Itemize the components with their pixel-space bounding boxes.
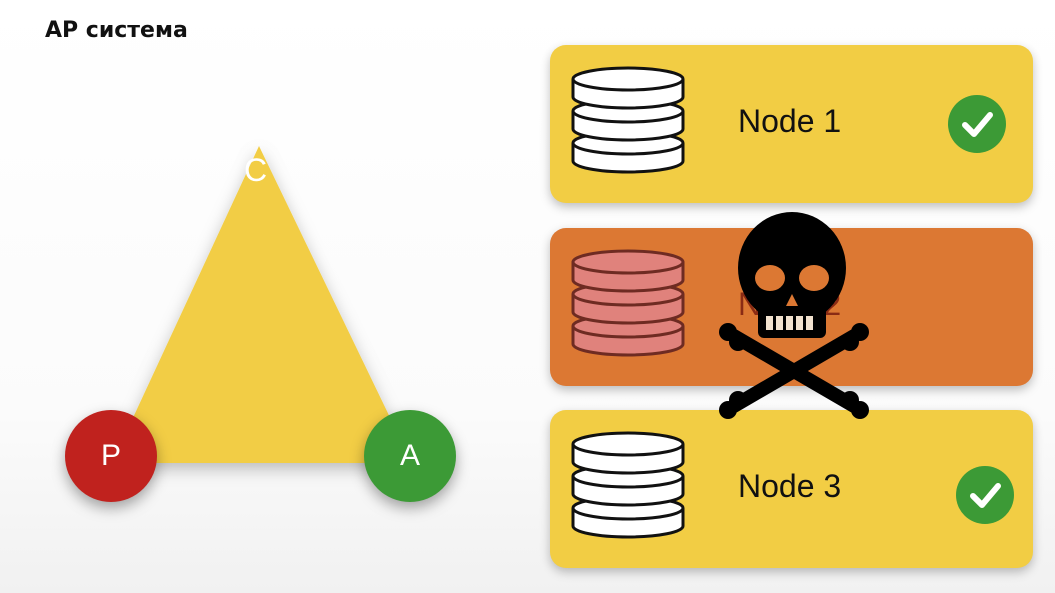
vertex-a-circle: A	[364, 410, 456, 502]
vertex-p-circle: P	[65, 410, 157, 502]
database-icon	[571, 66, 685, 174]
vertex-a-label: A	[399, 439, 420, 472]
node-card-3: Node 3	[550, 410, 1033, 568]
node-card-1: Node 1	[550, 45, 1033, 203]
node-1-label: Node 1	[738, 103, 842, 139]
triangle-shape	[112, 146, 412, 463]
cap-triangle-diagram: C P A	[0, 0, 520, 593]
database-icon	[571, 249, 685, 357]
database-icon	[571, 431, 685, 539]
node-3-label: Node 3	[738, 468, 842, 504]
vertex-p-label: P	[100, 439, 121, 472]
skull-crossbones-icon	[719, 212, 869, 419]
cap-triangle	[112, 146, 412, 463]
check-icon	[948, 95, 1006, 153]
check-icon	[956, 466, 1014, 524]
vertex-c-label: C	[244, 152, 268, 188]
slide-title: AP система	[45, 18, 188, 43]
